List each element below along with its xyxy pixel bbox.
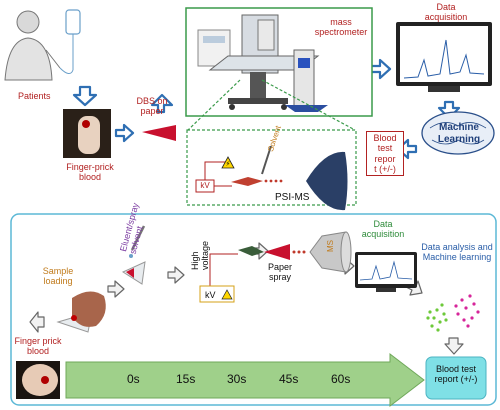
finger-prick-photo-bottom [16,361,60,399]
sample-loading-label: Sample loading [42,266,74,287]
mass-spectrometer-label: mass spectrometer [314,17,368,38]
dbs-paper-triangle [142,125,176,141]
timeline-tick-0s: 0s [127,372,140,386]
ml-line-1: Machine [438,122,479,133]
finger-prick-label: Finger-prick blood [66,162,114,183]
timeline-tick-30s: 30s [227,372,247,386]
mass-spectrometer-instrument [197,14,328,112]
ml-line-2: Learning [437,133,481,145]
zoom-dashed-lines [186,79,357,206]
finger-prick-label-bottom: Finger prick blood [14,336,62,357]
finger-prick-photo [63,109,111,158]
report-line-3: repor [374,153,396,164]
timeline-arrow [65,352,425,408]
blood-test-report-top: Blood test repor t (+/-) [366,131,404,177]
report-box [425,356,487,400]
dbs-label: DBS on paper [136,96,168,117]
timeline-tick-60s: 60s [331,372,351,386]
patient-figure [4,10,61,81]
iv-bag-icon [59,9,81,74]
data-acquisition-monitor-top [396,22,492,92]
report-line-1: Blood [373,133,397,143]
data-acquisition-label: Data acquisition [424,2,468,23]
ms-cone-icon [309,231,352,273]
high-voltage-circuit [199,244,306,303]
paper-spray-label: Paper spray [267,262,293,283]
machine-learning-label: Machine Learning [424,122,494,145]
data-acquisition-monitor-bottom [355,252,417,292]
data-acquisition-label-bottom: Data acquisition [361,219,405,240]
svg-text:⚡: ⚡ [226,160,231,168]
kv-label-bottom: kV [205,290,216,300]
timeline-tick-45s: 45s [279,372,299,386]
dropper-icon [121,225,146,285]
patients-label: Patients [18,91,51,101]
psi-ms-label: PSI-MS [275,192,310,203]
timeline-tick-15s: 15s [176,372,196,386]
kv-label-top: kV [200,181,210,190]
high-voltage-label: High voltage [190,240,211,270]
report-line-2: test [377,143,393,154]
report-line-4: t (+/-) [374,164,396,175]
ms-label-bottom: MS [326,240,335,252]
sample-loading-illustration [56,291,106,333]
psi-ms-inset: ⚡ [195,145,348,211]
ml-scatter-plot [426,294,480,332]
brain-icon [421,111,495,155]
data-analysis-label: Data analysis and Machine learning [421,242,493,263]
blood-test-report-bottom: Blood test report (+/-) [434,364,478,385]
